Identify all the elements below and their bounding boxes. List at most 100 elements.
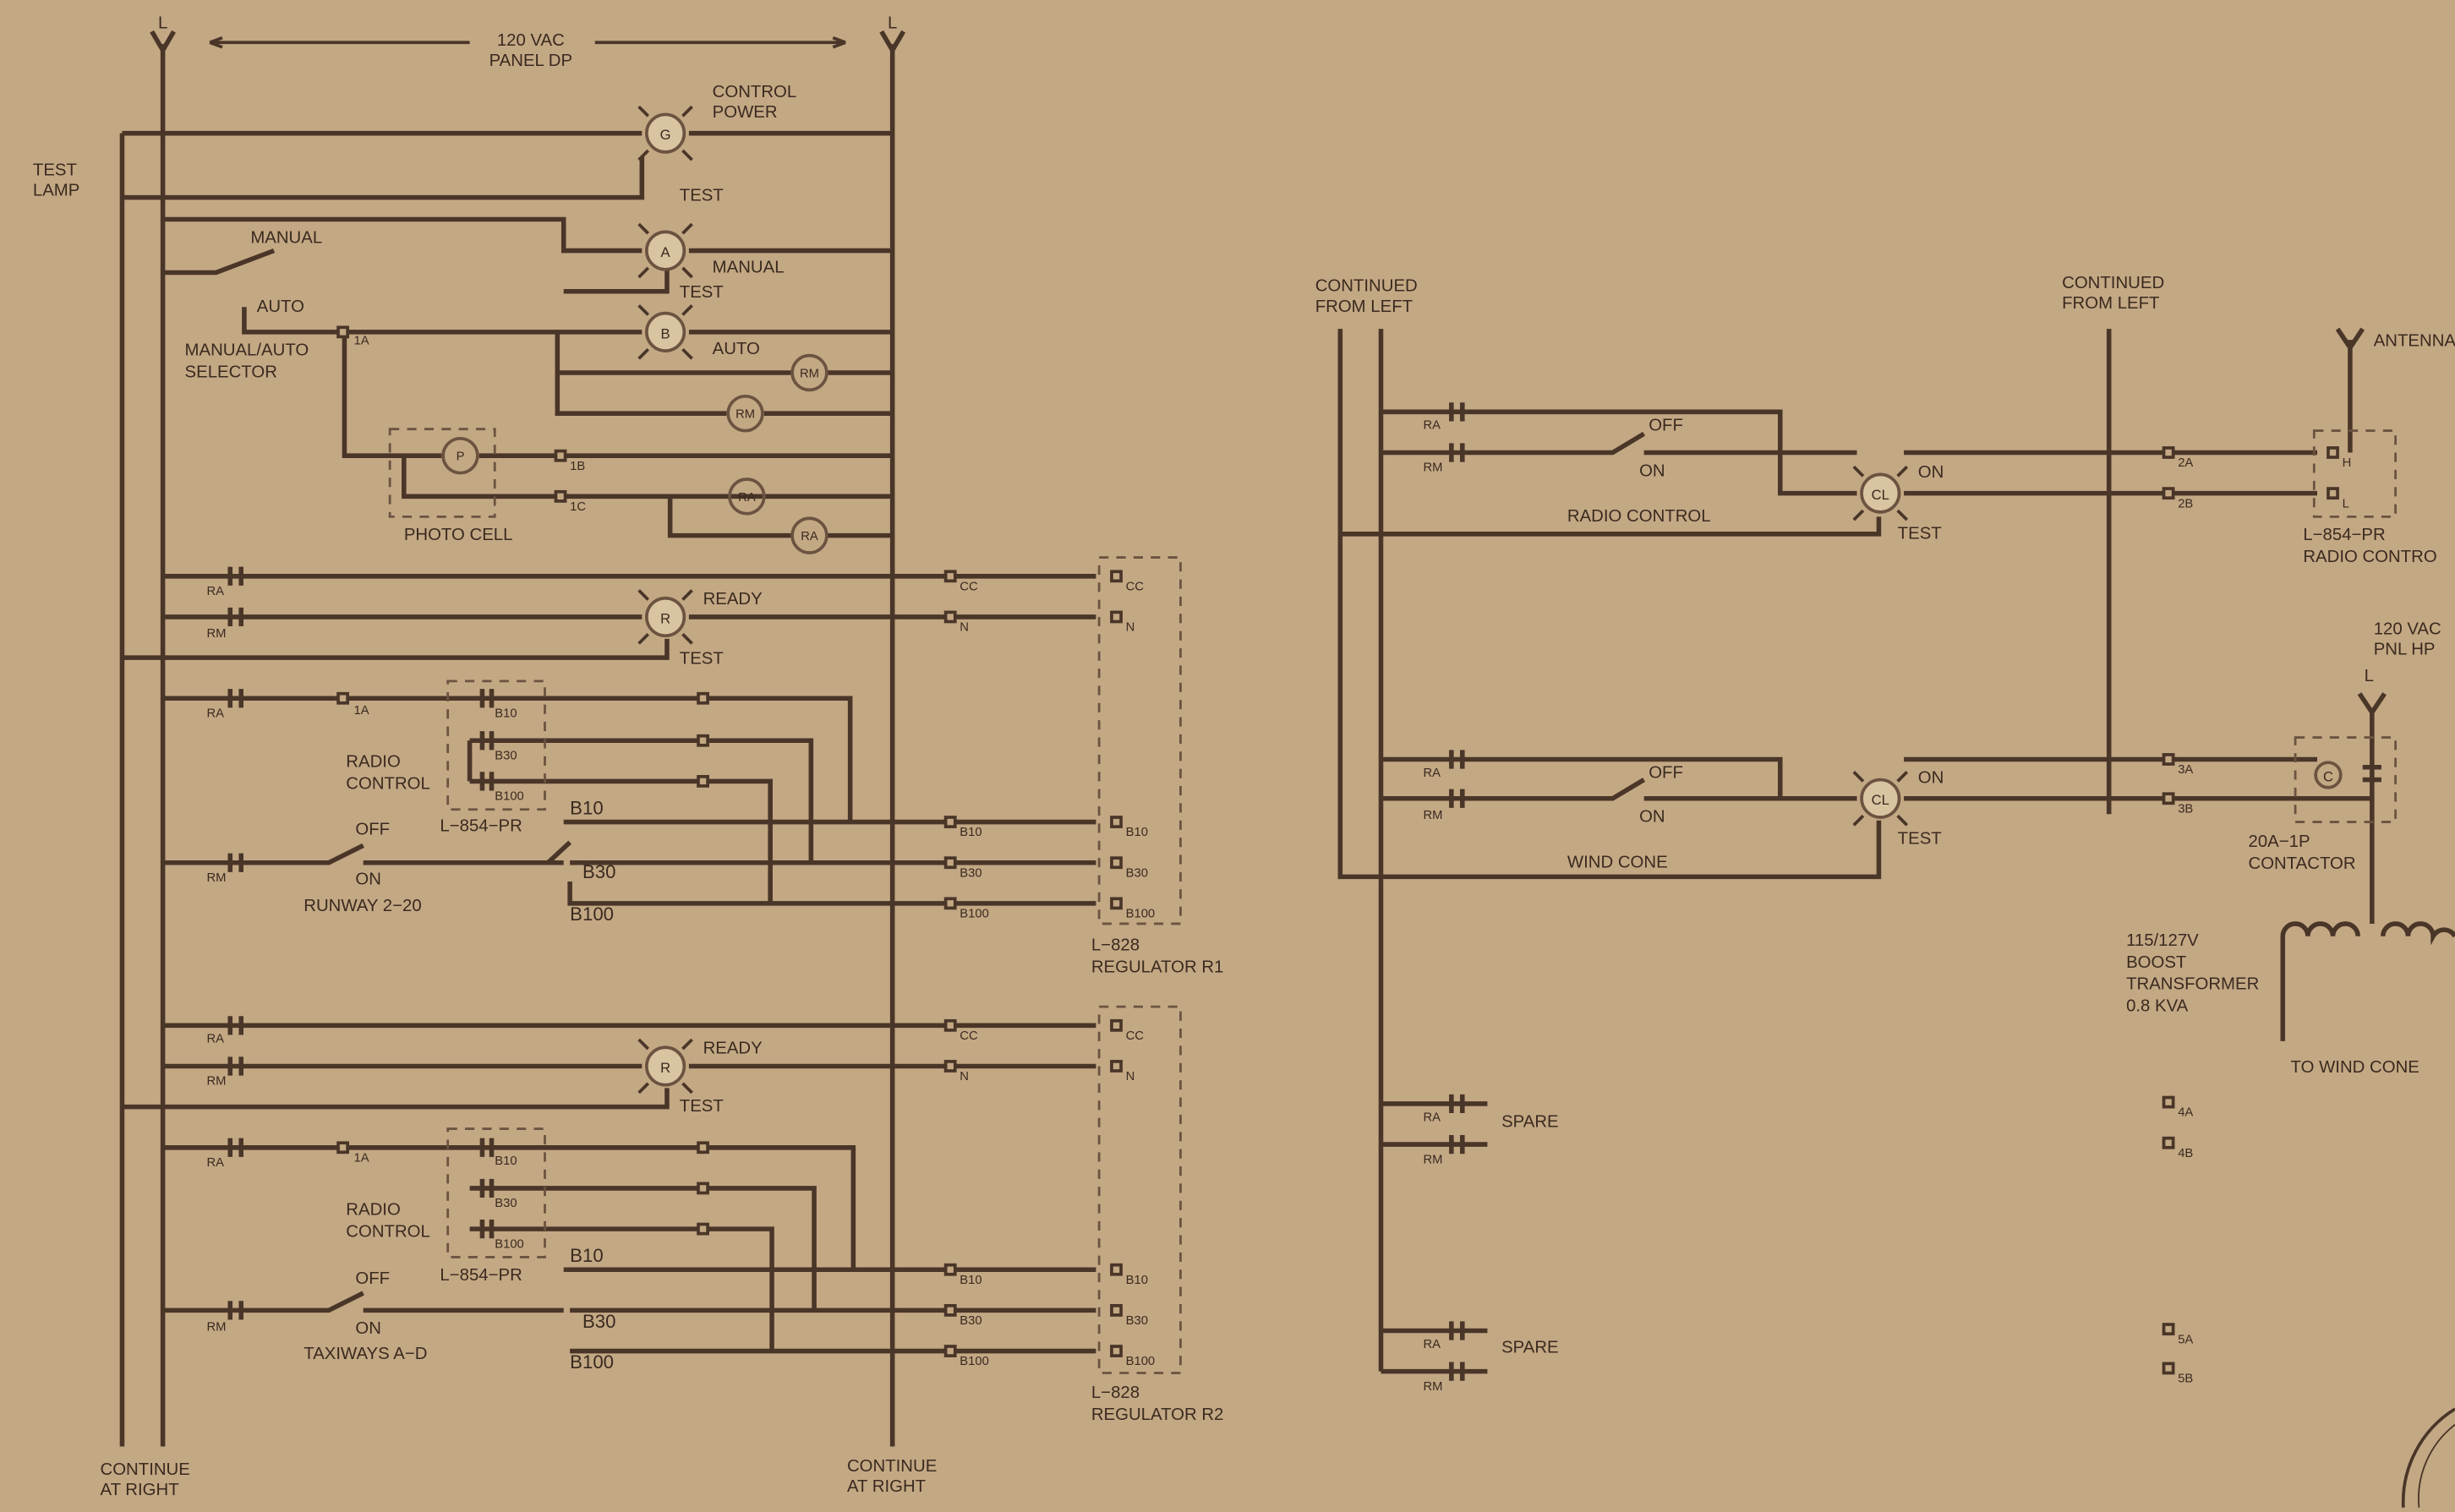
radio-control-1a: RADIO: [346, 753, 400, 772]
on-label-r2: ON: [1639, 808, 1665, 827]
radio-control-r: RADIO CONTROL: [1567, 507, 1711, 526]
contacts-left: [227, 566, 495, 1320]
auto-lamp-label: AUTO: [713, 340, 760, 358]
coil-ra-2-label: RA: [801, 530, 818, 543]
bus-l-right: L: [888, 14, 897, 33]
tag-ra-r2: RA: [1424, 767, 1441, 780]
tag-ra-3: RA: [206, 1033, 224, 1046]
spare-label-1: SPARE: [1501, 1113, 1559, 1132]
tag-b10-a: B10: [495, 707, 517, 720]
supply-panel: PANEL DP: [489, 52, 572, 70]
tag-b100-b: B100: [495, 1237, 524, 1251]
tag-rm-4: RM: [206, 1320, 226, 1334]
on-label-r1: ON: [1639, 461, 1665, 480]
tag-ra-r3: RA: [1424, 1111, 1441, 1124]
tag-h: H: [2343, 456, 2352, 470]
tag-2a: 2A: [2178, 456, 2193, 470]
coil-p-label: P: [457, 450, 465, 464]
tag-ra-4: RA: [206, 1156, 224, 1170]
radio-control-2a: RADIO: [346, 1200, 400, 1219]
auto-switch-label: AUTO: [257, 297, 304, 316]
tag-b100-c: B100: [960, 908, 989, 921]
coil-ra-2: RA: [790, 516, 828, 554]
coil-p: P: [441, 436, 479, 475]
tag-rm-r4: RM: [1424, 1380, 1443, 1394]
contactor-box: [2294, 736, 2398, 823]
tag-b10-d: B10: [1126, 826, 1148, 839]
test-lamp-2: LAMP: [33, 182, 79, 200]
test-lamp-1: TEST: [33, 161, 77, 180]
supply-voltage: 120 VAC: [497, 31, 565, 50]
left-rungs: [122, 130, 1096, 1354]
tag-5b: 5B: [2178, 1373, 2193, 1386]
tag-n-1: N: [960, 621, 969, 635]
on-lamp-r2: ON: [1918, 768, 1944, 787]
lamp-r2-label: R: [660, 1060, 670, 1076]
tag-cc-3: CC: [960, 1029, 978, 1043]
l828-box-r1: [1097, 556, 1182, 925]
tag-n-2: N: [1126, 621, 1135, 635]
b30-sel-1: B30: [582, 861, 616, 882]
bus-l-hp: L: [2365, 667, 2374, 685]
bus-l-left: L: [158, 14, 167, 33]
coil-ra-1: RA: [728, 478, 766, 516]
tag-3a: 3A: [2178, 763, 2193, 777]
tag-b10-b: B10: [495, 1154, 517, 1168]
vac-hp-1: 120 VAC: [2374, 620, 2441, 638]
l828-box-r2: [1097, 1005, 1182, 1374]
selector-label-2: SELECTOR: [185, 363, 277, 382]
tag-1a-2: 1A: [354, 704, 369, 718]
tag-l: L: [2343, 497, 2349, 510]
tag-b30-e: B30: [960, 1314, 981, 1328]
tag-1a: 1A: [354, 335, 369, 348]
coil-ra-1-label: RA: [738, 491, 756, 505]
continue-mid-2: AT RIGHT: [847, 1477, 926, 1496]
control-power-2: POWER: [713, 103, 778, 122]
tag-rm-r3: RM: [1424, 1153, 1443, 1166]
lamp-g: G: [637, 105, 693, 161]
tag-1b: 1B: [570, 460, 585, 473]
seal-fragment: [2401, 1407, 2455, 1508]
continue-mid-1: CONTINUE: [847, 1457, 937, 1476]
l828-r1-2: REGULATOR R1: [1091, 958, 1224, 976]
photo-cell-box: [388, 428, 496, 518]
tag-ra-r1: RA: [1424, 419, 1441, 433]
tag-rm-2: RM: [206, 871, 226, 885]
tag-cc-4: CC: [1126, 1029, 1145, 1043]
continue-left-2: AT RIGHT: [101, 1481, 179, 1499]
b30-sel-2: B30: [582, 1311, 616, 1332]
continue-left-1: CONTINUE: [101, 1460, 190, 1479]
manual-switch-label: MANUAL: [250, 228, 322, 247]
lamp-a-label: A: [661, 244, 671, 260]
tag-b30-c: B30: [960, 866, 981, 880]
coil-rm-1-label: RM: [800, 368, 819, 381]
b100-sel-1: B100: [570, 903, 614, 925]
continued-2b: FROM LEFT: [2062, 294, 2159, 313]
tag-ra-r4: RA: [1424, 1338, 1441, 1351]
l854-box-right: [2312, 429, 2398, 518]
terminals-right: [2162, 446, 2339, 1375]
tag-b100-d: B100: [1126, 908, 1156, 921]
lamp-r2: R: [637, 1038, 693, 1094]
continued-2a: CONTINUED: [2062, 274, 2164, 292]
off-label-2: OFF: [355, 1269, 390, 1288]
on-lamp-r1: ON: [1918, 463, 1944, 482]
tag-rm-r1: RM: [1424, 461, 1443, 475]
contactor-rating: 20A−1P: [2249, 832, 2310, 851]
l828-r2-1: L−828: [1091, 1384, 1140, 1402]
tag-ra-1: RA: [206, 585, 224, 598]
tag-1c: 1C: [570, 500, 586, 514]
left-bus: [119, 30, 906, 1447]
radio-control-1b: CONTROL: [346, 775, 430, 794]
spare-label-2: SPARE: [1501, 1338, 1559, 1356]
ready-label-2: READY: [703, 1040, 763, 1058]
tag-4a: 4A: [2178, 1106, 2193, 1120]
l854-right-2: RADIO CONTRO: [2303, 548, 2436, 566]
coil-rm-1: RM: [790, 353, 828, 392]
lamp-cl-1-label: CL: [1872, 487, 1889, 503]
off-label-r1: OFF: [1649, 417, 1683, 435]
photo-cell-label: PHOTO CELL: [404, 526, 513, 544]
test-label-g: TEST: [680, 186, 724, 205]
